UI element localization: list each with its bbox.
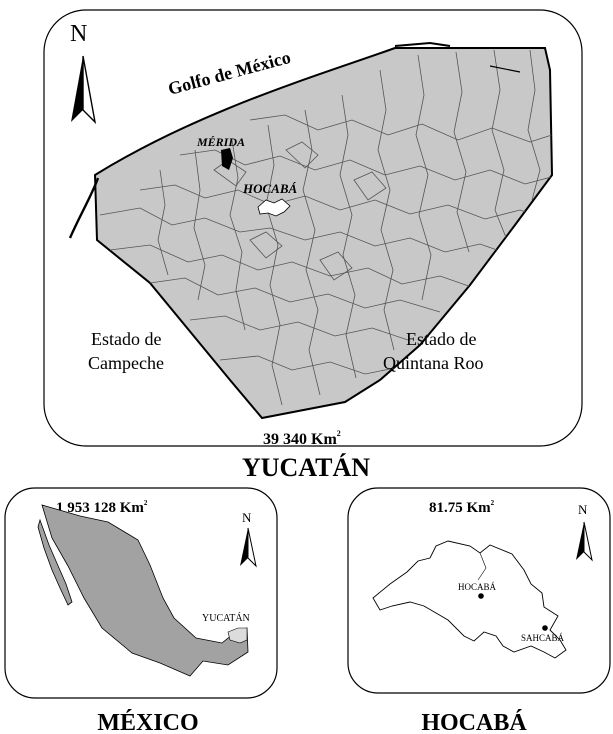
- baja-california: [37, 518, 73, 606]
- mexico-north-arrow-icon: [240, 527, 257, 568]
- mexico-title: MÉXICO: [97, 710, 198, 734]
- mexico-area-label: 1 953 128 Km2: [56, 499, 148, 516]
- mexico-land: [41, 504, 249, 677]
- coastline-north: [394, 41, 451, 47]
- yucatan-land: [93, 47, 554, 420]
- quintana-label-line1: Estado de: [406, 329, 476, 349]
- north-arrow-icon: [71, 55, 97, 125]
- quintana-label-line2: Quintana Roo: [383, 353, 484, 373]
- sahcaba-town-label: SAHCABÁ: [521, 633, 565, 643]
- sahcaba-town-marker: [542, 625, 548, 631]
- coastline-west: [68, 177, 100, 239]
- mexico-north-label: N: [242, 510, 252, 525]
- campeche-label-line1: Estado de: [91, 329, 161, 349]
- merida-label: MÉRIDA: [196, 135, 245, 149]
- yucatan-highlight: [227, 627, 248, 644]
- yucatan-area-label: 39 340 Km2: [263, 429, 341, 448]
- yucatan-panel: N: [43, 9, 583, 448]
- hocaba-title: HOCABÁ: [421, 710, 527, 734]
- hocaba-area-label: 81.75 Km2: [429, 499, 495, 516]
- campeche-label-line2: Campeche: [88, 353, 164, 373]
- hocaba-north-label: N: [578, 502, 588, 517]
- mexico-yucatan-label: YUCATÁN: [202, 612, 250, 624]
- hocaba-municipio-outline: [372, 540, 567, 659]
- municipio-boundaries: [99, 49, 552, 406]
- yucatan-title: YUCATÁN: [242, 453, 370, 482]
- hocaba-town-marker: [478, 593, 484, 599]
- merida-area: [221, 148, 233, 170]
- mexico-panel: 1 953 128 Km2 YUCATÁN N: [4, 487, 278, 699]
- yucatan-state-map: [68, 41, 554, 420]
- yucatan-north-label: N: [70, 21, 87, 47]
- hocaba-town-label: HOCABÁ: [458, 582, 497, 592]
- hocaba-north-arrow-icon: [576, 521, 593, 562]
- coastal-lagoon: [489, 65, 521, 73]
- hocaba-area: [257, 198, 291, 217]
- hocaba-panel: 81.75 Km2 HOCABÁ SAHCABÁ N: [347, 487, 611, 694]
- hocaba-map-label: HOCABÁ: [242, 181, 298, 196]
